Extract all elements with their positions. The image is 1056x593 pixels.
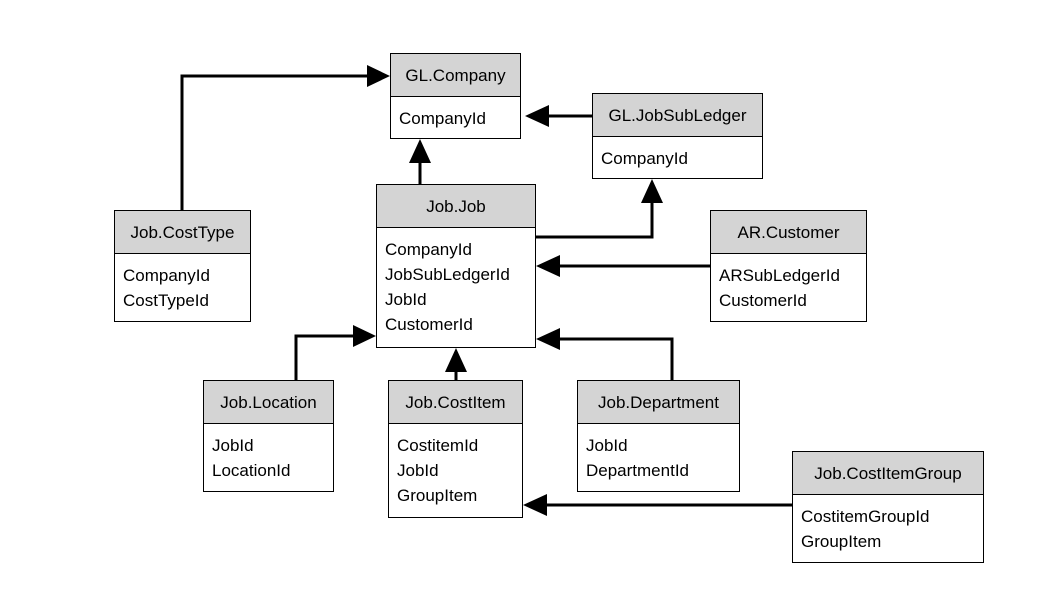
arrowhead-job-left-location: [353, 325, 376, 347]
entity-ar-customer: AR.Customer ARSubLedgerId CustomerId: [710, 210, 867, 322]
entity-title: Job.CostType: [115, 211, 250, 254]
entity-field: CompanyId: [123, 266, 210, 285]
entity-field: JobSubLedgerId: [385, 265, 510, 284]
arrowhead-company-right: [525, 105, 549, 127]
entity-field: CustomerId: [719, 291, 807, 310]
connector-department-to-job: [558, 337, 674, 380]
entity-job-department: Job.Department JobId DepartmentId: [577, 380, 740, 492]
entity-gl-jobsubledger: GL.JobSubLedger CompanyId: [592, 93, 763, 179]
entity-field: CompanyId: [399, 109, 486, 128]
arrowhead-job-right-customer: [536, 255, 560, 277]
arrowhead-jobsubledger-bottom: [641, 179, 663, 203]
connector-job-to-jobsubledger: [536, 200, 654, 239]
arrowhead-company-left: [367, 65, 390, 87]
entity-field: CostitemId: [397, 436, 479, 455]
entity-field: CostTypeId: [123, 291, 209, 310]
entity-job-job: Job.Job CompanyId JobSubLedgerId JobId C…: [376, 184, 536, 348]
arrowhead-costitem-right: [523, 494, 547, 516]
entity-job-costtype: Job.CostType CompanyId CostTypeId: [114, 210, 251, 322]
entity-title: Job.Location: [204, 381, 333, 424]
entity-job-location: Job.Location JobId LocationId: [203, 380, 334, 492]
arrowhead-job-right-department: [536, 328, 560, 350]
entity-field: CompanyId: [601, 149, 688, 168]
entity-title: Job.Department: [578, 381, 739, 424]
entity-job-costitemgroup: Job.CostItemGroup CostitemGroupId GroupI…: [792, 451, 984, 563]
entity-field: LocationId: [212, 461, 291, 480]
arrowhead-company-bottom: [409, 139, 431, 163]
entity-field: GroupItem: [801, 532, 882, 551]
arrowhead-job-bottom-costitem: [445, 348, 467, 372]
entity-title: GL.JobSubLedger: [593, 94, 762, 137]
entity-title: GL.Company: [391, 54, 520, 97]
entity-field: JobId: [586, 436, 628, 455]
connector-location-to-job: [294, 334, 355, 380]
entity-field: CompanyId: [385, 240, 472, 259]
entity-field: JobId: [397, 461, 439, 480]
entity-title: AR.Customer: [711, 211, 866, 254]
entity-field: GroupItem: [397, 486, 478, 505]
connector-costtype-to-company: [180, 74, 368, 210]
entity-field: ARSubLedgerId: [719, 266, 840, 285]
entity-title: Job.Job: [377, 185, 535, 228]
entity-title: Job.CostItem: [389, 381, 522, 424]
entity-field: CustomerId: [385, 315, 473, 334]
entity-title: Job.CostItemGroup: [793, 452, 983, 495]
entity-field: CostitemGroupId: [801, 507, 930, 526]
entity-gl-company: GL.Company CompanyId: [390, 53, 521, 139]
entity-job-costitem: Job.CostItem CostitemId JobId GroupItem: [388, 380, 523, 518]
entity-field: JobId: [385, 290, 427, 309]
entity-field: DepartmentId: [586, 461, 689, 480]
entity-field: JobId: [212, 436, 254, 455]
